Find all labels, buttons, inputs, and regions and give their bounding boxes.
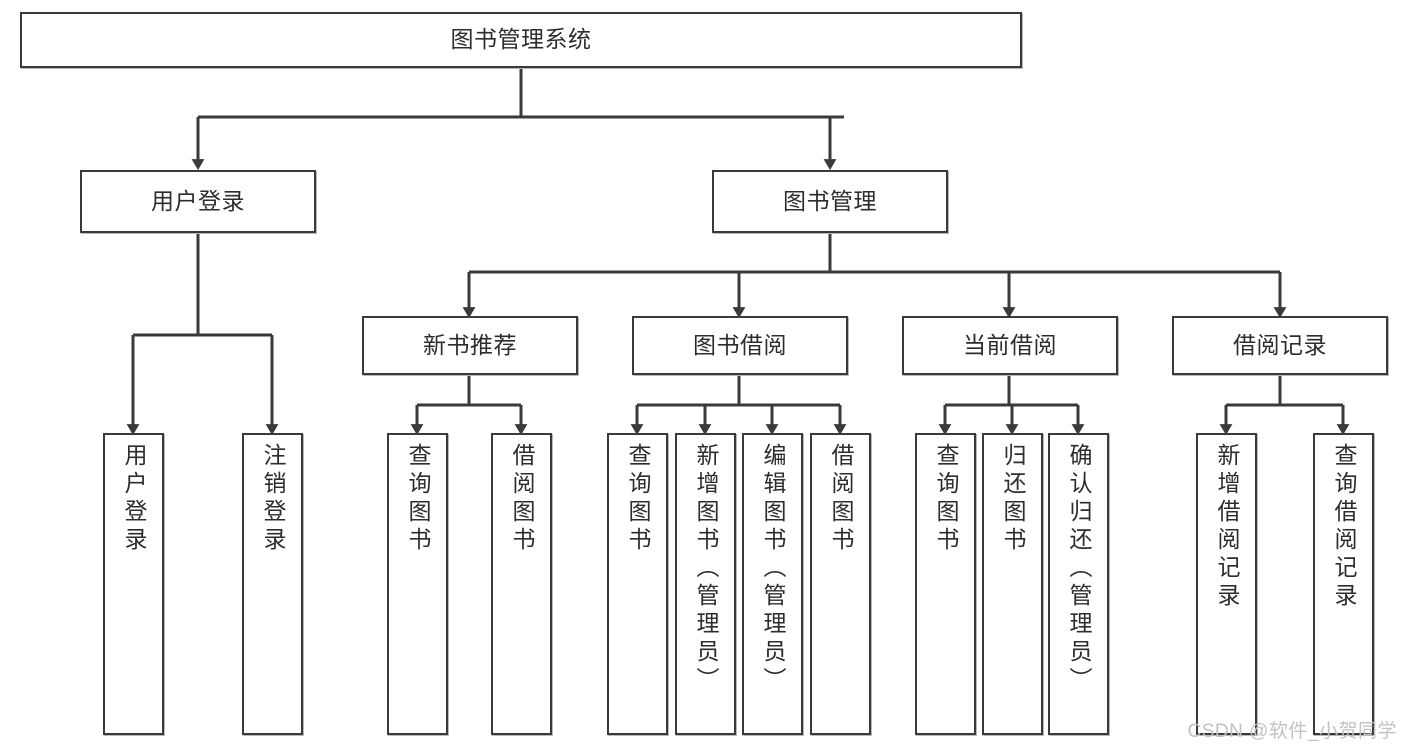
leaf-query-book-current[interactable]: 查询图书: [915, 433, 976, 735]
leaf-query-book-current-label: 查询图书: [933, 443, 959, 555]
leaf-query-borrow-record[interactable]: 查询借阅记录: [1313, 433, 1374, 735]
node-book-management-label: 图书管理: [783, 187, 877, 214]
leaf-add-book-admin-label: 新增图书（管理员）: [693, 443, 719, 695]
node-user-login[interactable]: 用户登录: [80, 170, 316, 233]
node-book-borrow-label: 图书借阅: [693, 331, 787, 358]
node-borrow-record[interactable]: 借阅记录: [1172, 316, 1388, 375]
leaf-query-book-newbook[interactable]: 查询图书: [387, 433, 448, 735]
leaf-add-borrow-record[interactable]: 新增借阅记录: [1196, 433, 1257, 735]
leaf-query-book-borrow[interactable]: 查询图书: [607, 433, 668, 735]
node-current-borrow-label: 当前借阅: [963, 331, 1057, 358]
leaf-borrow-book-newbook[interactable]: 借阅图书: [491, 433, 552, 735]
leaf-edit-book-admin[interactable]: 编辑图书（管理员）: [742, 433, 803, 735]
leaf-query-borrow-record-label: 查询借阅记录: [1331, 443, 1357, 611]
watermark-text: CSDN @软件_小贺同学: [1187, 721, 1397, 742]
leaf-edit-book-admin-label: 编辑图书（管理员）: [760, 443, 786, 695]
node-book-management[interactable]: 图书管理: [712, 170, 948, 233]
leaf-query-book-newbook-label: 查询图书: [405, 443, 431, 555]
leaf-confirm-return-admin[interactable]: 确认归还（管理员）: [1048, 433, 1109, 735]
leaf-add-borrow-record-label: 新增借阅记录: [1214, 443, 1240, 611]
node-borrow-record-label: 借阅记录: [1233, 331, 1327, 358]
leaf-query-book-borrow-label: 查询图书: [625, 443, 651, 555]
leaf-logout-label: 注销登录: [260, 443, 286, 555]
node-new-book-recommend[interactable]: 新书推荐: [362, 316, 578, 375]
node-root-label: 图书管理系统: [450, 26, 592, 53]
leaf-borrow-book-borrow[interactable]: 借阅图书: [810, 433, 871, 735]
leaf-borrow-book-borrow-label: 借阅图书: [828, 443, 854, 555]
leaf-user-login[interactable]: 用户登录: [103, 433, 164, 735]
node-book-borrow[interactable]: 图书借阅: [632, 316, 848, 375]
node-current-borrow[interactable]: 当前借阅: [902, 316, 1118, 375]
node-user-login-label: 用户登录: [151, 187, 245, 214]
leaf-logout[interactable]: 注销登录: [242, 433, 303, 735]
node-root[interactable]: 图书管理系统: [20, 12, 1022, 68]
leaf-confirm-return-admin-label: 确认归还（管理员）: [1066, 443, 1092, 695]
leaf-add-book-admin[interactable]: 新增图书（管理员）: [675, 433, 736, 735]
node-new-book-recommend-label: 新书推荐: [423, 331, 517, 358]
leaf-user-login-label: 用户登录: [121, 443, 147, 555]
leaf-return-book[interactable]: 归还图书: [982, 433, 1043, 735]
leaf-return-book-label: 归还图书: [1000, 443, 1026, 555]
leaf-borrow-book-newbook-label: 借阅图书: [509, 443, 535, 555]
